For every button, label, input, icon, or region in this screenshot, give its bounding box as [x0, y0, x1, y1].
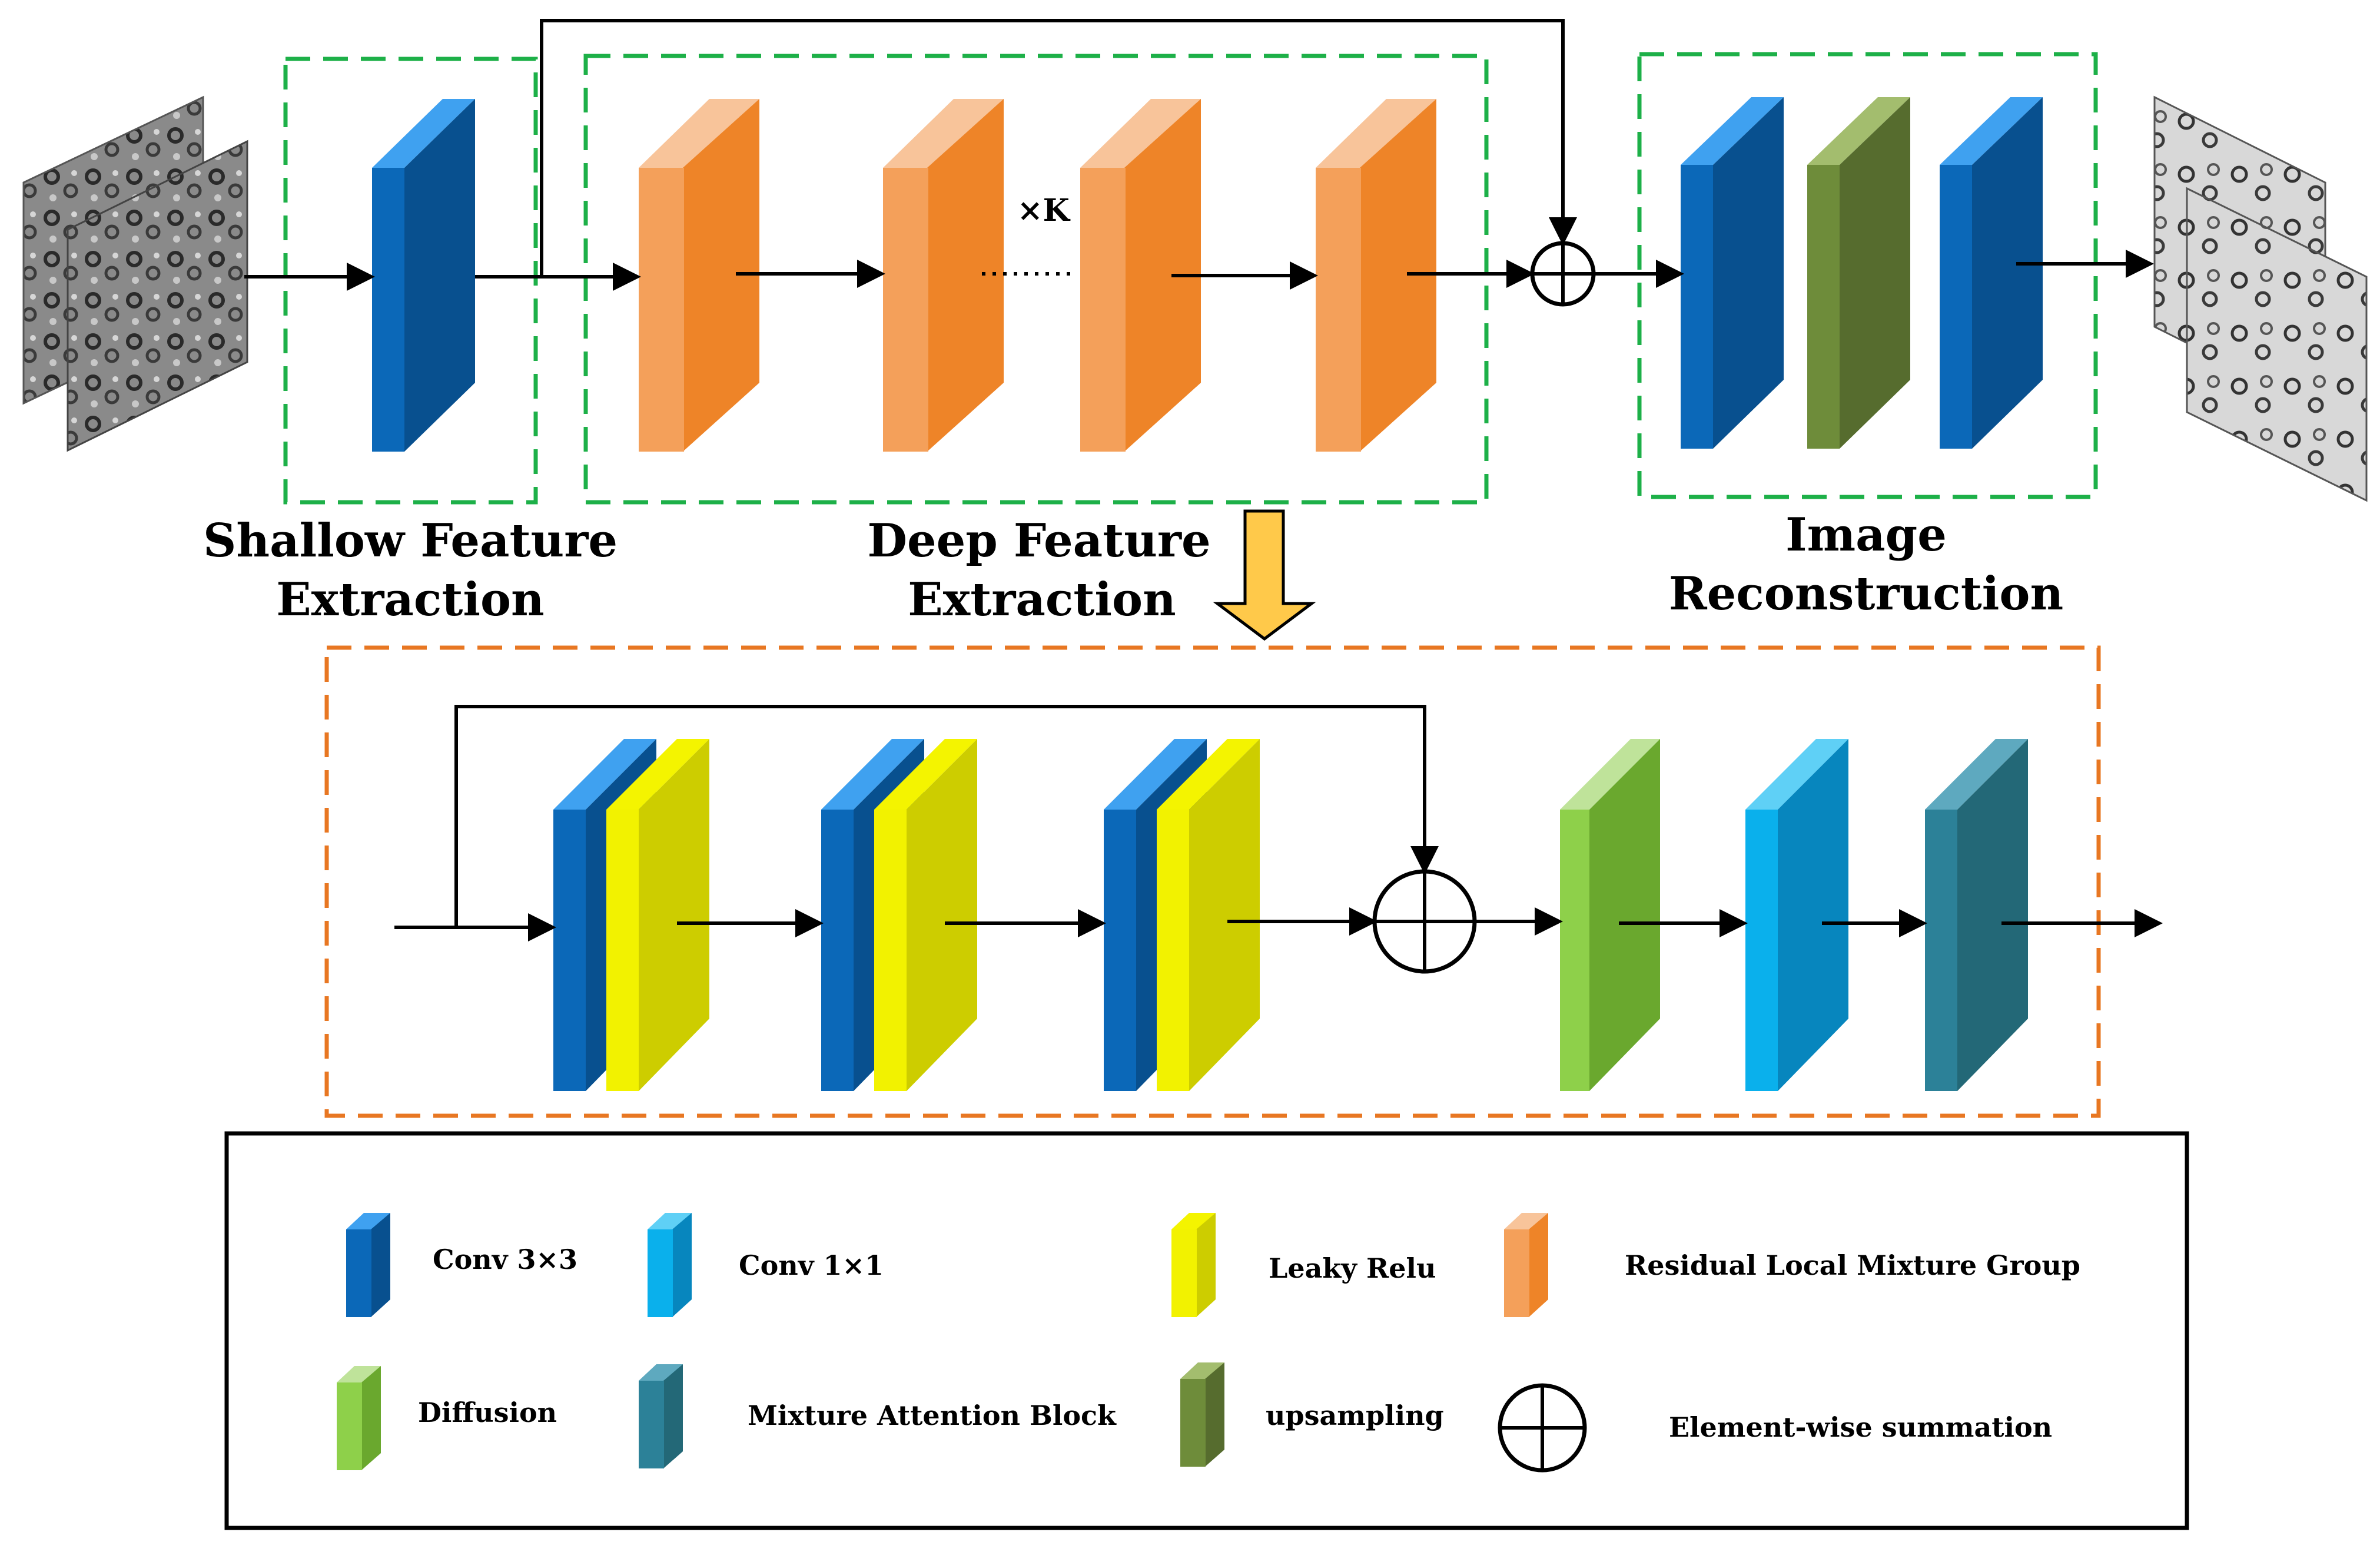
- recon-conv3x3-block-1: [1681, 97, 1784, 449]
- legend-summation-label: Element-wise summation: [1669, 1411, 2052, 1443]
- deep-feature-label-line2: Extraction: [908, 573, 1176, 626]
- deep-feature-frame: [583, 54, 1489, 505]
- mixture-attention-block: [1925, 739, 2028, 1091]
- legend-leaky-relu-label: Leaky Relu: [1269, 1252, 1436, 1284]
- rlmg-block-1: [639, 99, 759, 452]
- legend-leaky-relu-swatch: [1171, 1213, 1216, 1317]
- shallow-feature-label-line1: Shallow Feature: [203, 514, 618, 568]
- legend-mab-swatch: [639, 1364, 683, 1468]
- legend-diffusion-label: Diffusion: [418, 1397, 557, 1428]
- output-images: [2153, 95, 2368, 502]
- conv-leaky-pair-2: [821, 739, 977, 1091]
- shallow-feature-label-line2: Extraction: [276, 573, 545, 626]
- shallow-conv3x3-block: [372, 99, 475, 452]
- image-reconstruction-frame: [1637, 52, 2098, 499]
- legend-upsampling-label: upsampling: [1266, 1400, 1444, 1431]
- rlmg-block-3: [1080, 99, 1201, 452]
- conv-leaky-pair-1: [553, 739, 709, 1091]
- detail-frame: [324, 645, 2101, 1118]
- conv-leaky-pair-3: [1104, 739, 1260, 1091]
- detail-flow-arrows: [394, 705, 2163, 941]
- top-flow-arrows: [244, 19, 2154, 291]
- input-images: [22, 95, 248, 452]
- legend-conv1x1-label: Conv 1×1: [739, 1249, 884, 1281]
- diffusion-block: [1560, 739, 1660, 1091]
- legend-conv3x3-label: Conv 3×3: [433, 1244, 577, 1275]
- shallow-feature-frame: [283, 57, 538, 505]
- expand-down-arrow: [1213, 509, 1316, 641]
- legend-mab-label: Mixture Attention Block: [748, 1400, 1117, 1431]
- legend-diffusion-swatch: [337, 1366, 381, 1470]
- detail-summation-symbol: [1372, 869, 1477, 974]
- legend-conv3x3-swatch: [346, 1213, 390, 1317]
- conv1x1-block: [1745, 739, 1848, 1091]
- rlmg-block-4: [1316, 99, 1436, 452]
- top-summation-symbol: [1530, 241, 1596, 307]
- recon-conv3x3-block-2: [1940, 97, 2043, 449]
- legend-box: [224, 1131, 2189, 1530]
- rlmg-block-2: [883, 99, 1004, 452]
- recon-upsampling-block: [1807, 97, 1910, 449]
- legend-rlmg-label: Residual Local Mixture Group: [1625, 1249, 2080, 1281]
- recon-label-line2: Reconstruction: [1669, 567, 2063, 621]
- recon-label-line1: Image: [1785, 508, 1947, 562]
- deep-feature-label-line1: Deep Feature: [867, 514, 1210, 568]
- legend-conv1x1-swatch: [648, 1213, 692, 1317]
- legend-summation-symbol: [1498, 1383, 1587, 1473]
- legend-upsampling-swatch: [1180, 1362, 1224, 1467]
- repeat-marker: ×K: [1017, 193, 1071, 228]
- legend-rlmg-swatch: [1504, 1213, 1548, 1317]
